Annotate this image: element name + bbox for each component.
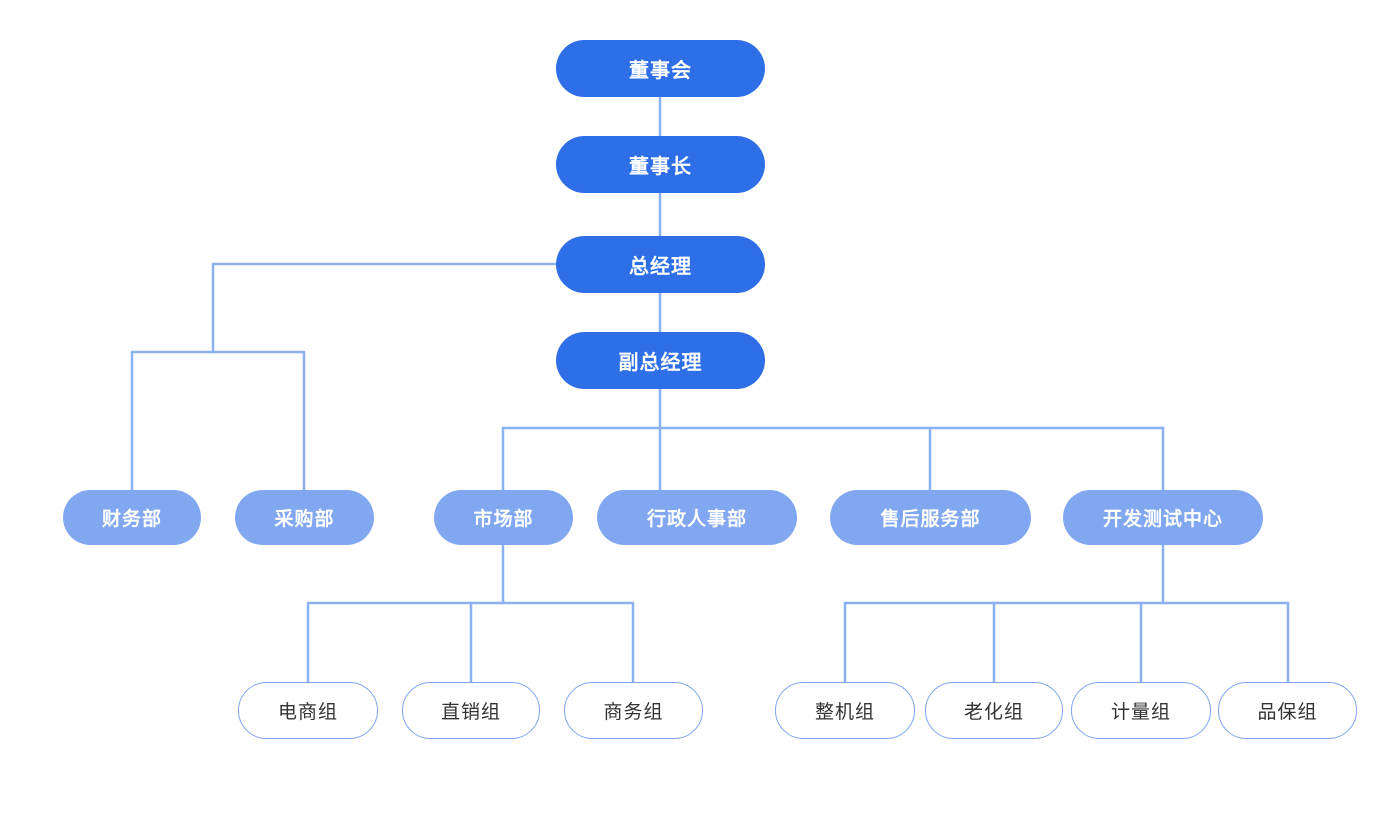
org-node-metrology-team[interactable]: 计量组 — [1071, 682, 1211, 739]
org-node-procurement[interactable]: 采购部 — [235, 490, 374, 545]
org-node-ecommerce-team[interactable]: 电商组 — [238, 682, 378, 739]
org-node-aging-team[interactable]: 老化组 — [925, 682, 1063, 739]
org-node-dev-test-center[interactable]: 开发测试中心 — [1063, 490, 1263, 545]
org-node-chairman[interactable]: 董事长 — [556, 136, 765, 193]
edge-finance-procurement-bar — [130, 350, 306, 492]
edge-gm-left-branch — [211, 262, 558, 354]
org-node-direct-sales-team[interactable]: 直销组 — [402, 682, 540, 739]
org-node-business-team[interactable]: 商务组 — [564, 682, 703, 739]
org-node-board[interactable]: 董事会 — [556, 40, 765, 97]
org-node-after-sales[interactable]: 售后服务部 — [830, 490, 1031, 545]
org-node-qa-team[interactable]: 品保组 — [1218, 682, 1357, 739]
org-node-marketing[interactable]: 市场部 — [434, 490, 573, 545]
org-node-deputy-general-manager[interactable]: 副总经理 — [556, 332, 765, 389]
org-node-finance[interactable]: 财务部 — [63, 490, 201, 545]
org-node-general-manager[interactable]: 总经理 — [556, 236, 765, 293]
org-node-assembly-team[interactable]: 整机组 — [775, 682, 915, 739]
org-node-admin-hr[interactable]: 行政人事部 — [597, 490, 797, 545]
